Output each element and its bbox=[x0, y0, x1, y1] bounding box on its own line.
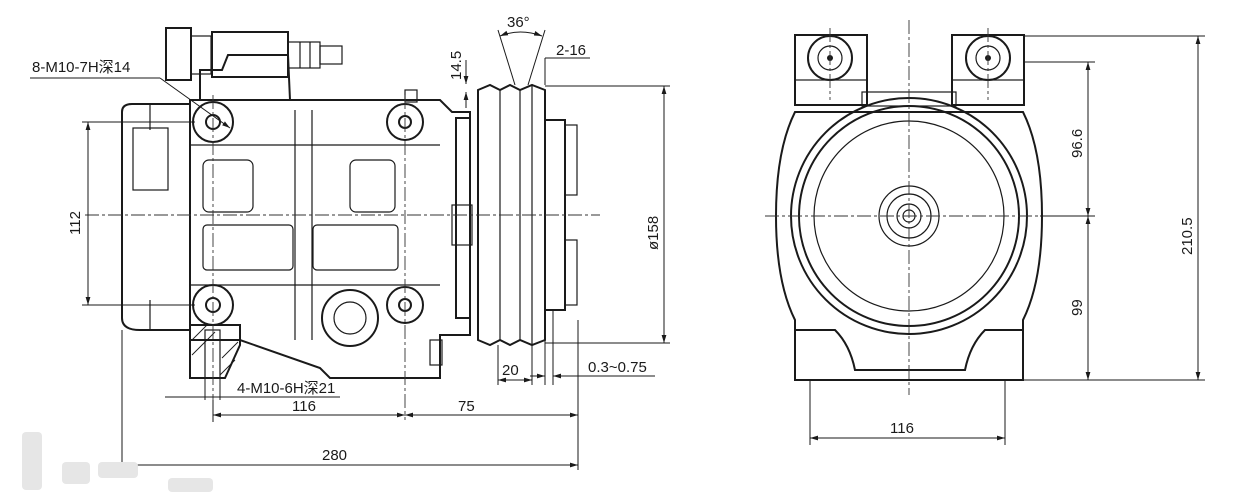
bolt-spacing-horizontal-label: 116 bbox=[292, 398, 316, 415]
mount-feet bbox=[795, 329, 1023, 371]
pulley-offset-label: 75 bbox=[458, 398, 475, 415]
service-port bbox=[287, 41, 321, 69]
end-view bbox=[765, 20, 1095, 395]
body-pocket bbox=[312, 224, 399, 271]
side-view bbox=[85, 27, 600, 420]
service-valve-cap bbox=[165, 27, 192, 81]
bolt-spacing-vertical-label: 112 bbox=[67, 211, 84, 235]
groove-count-label: 2-16 bbox=[556, 42, 586, 59]
main-body bbox=[189, 99, 471, 379]
side-view-dimensions bbox=[30, 29, 670, 472]
body-pocket bbox=[349, 159, 396, 213]
upper-height-label: 96.6 bbox=[1069, 129, 1086, 158]
rear-cover-boss bbox=[132, 127, 169, 191]
body-pocket bbox=[202, 224, 294, 271]
rear-cover bbox=[121, 103, 191, 331]
blurred-watermark bbox=[22, 432, 213, 492]
overall-length-label: 280 bbox=[322, 447, 347, 464]
top-offset-label: 14.5 bbox=[448, 51, 465, 80]
end-view-dimensions bbox=[809, 35, 1205, 445]
end-body bbox=[774, 111, 1044, 381]
end-mount-width-label: 116 bbox=[890, 420, 914, 437]
pulley-width-label: 20 bbox=[502, 362, 519, 379]
port-thread-label: 8-M10-7H深14 bbox=[32, 59, 130, 76]
groove-angle-label: 36° bbox=[507, 14, 530, 31]
body-pocket bbox=[202, 159, 254, 213]
clutch-gap-label: 0.3~0.75 bbox=[588, 359, 647, 376]
mount-thread-label: 4-M10-6H深21 bbox=[237, 380, 335, 397]
suction-port bbox=[321, 289, 379, 347]
clutch-hub bbox=[455, 117, 471, 319]
mount-foot bbox=[189, 324, 241, 379]
lower-height-label: 99 bbox=[1069, 299, 1086, 316]
overall-height-label: 210.5 bbox=[1179, 217, 1196, 255]
mount-thread-hole bbox=[204, 329, 221, 379]
pulley-diameter-label: ø158 bbox=[645, 216, 662, 250]
